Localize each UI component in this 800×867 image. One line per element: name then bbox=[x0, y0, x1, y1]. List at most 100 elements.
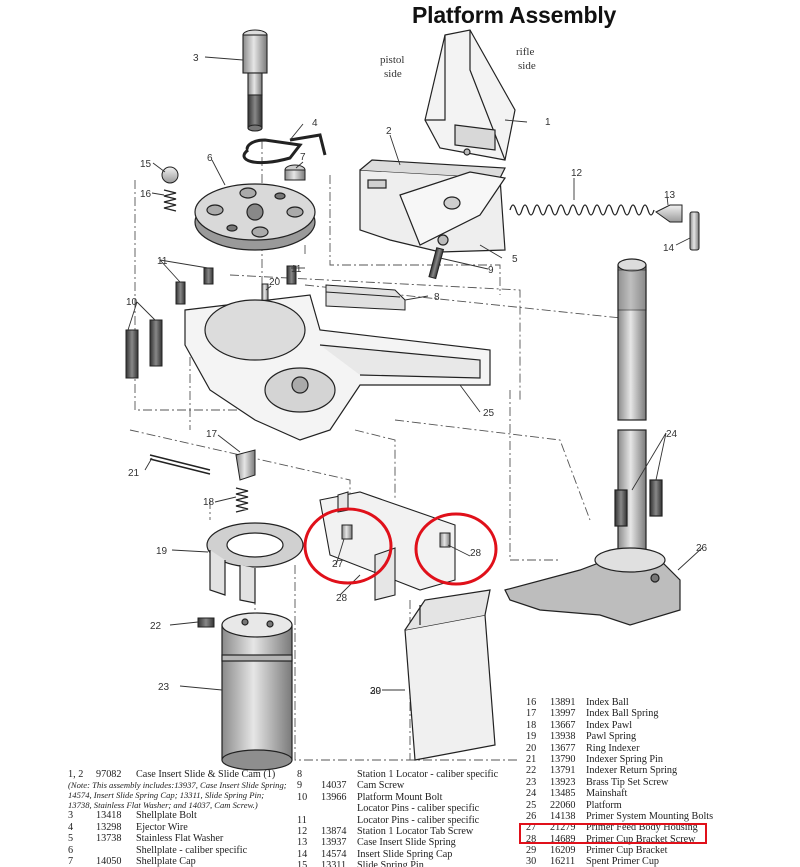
callout-7: 7 bbox=[300, 152, 306, 163]
legend-part-number: 13791 bbox=[550, 765, 576, 777]
legend-part-number: 13937 bbox=[321, 837, 347, 849]
legend-item-number: 12 bbox=[297, 825, 308, 837]
callout-30: 30 bbox=[370, 686, 382, 697]
legend-part-number: 16209 bbox=[550, 845, 576, 857]
pistol-label: pistol bbox=[380, 54, 404, 66]
callout-15: 15 bbox=[140, 159, 152, 170]
legend-part-number: 13938 bbox=[550, 731, 576, 743]
legend-description: Index Ball Spring bbox=[586, 708, 659, 720]
legend-description: Primer Feed Body Housing bbox=[586, 822, 698, 834]
legend-item-number: 14 bbox=[297, 848, 308, 860]
part-13-spring bbox=[509, 204, 655, 216]
legend-part-number: 14689 bbox=[550, 833, 576, 845]
legend-part-number: 13923 bbox=[550, 776, 576, 788]
legend-description: Case Insert Slide Spring bbox=[357, 837, 456, 849]
callout-22: 22 bbox=[150, 621, 162, 632]
legend-item-number: 6 bbox=[68, 844, 74, 856]
legend-description: Cam Screw bbox=[357, 780, 405, 792]
highlight-box-part-28 bbox=[519, 823, 707, 844]
callout-26: 26 bbox=[696, 543, 708, 554]
legend-item-number: 7 bbox=[68, 855, 74, 867]
legend-item-number: 18 bbox=[526, 719, 537, 731]
legend-description: Platform Mount Bolt bbox=[357, 791, 443, 803]
part-8-station1-locator bbox=[325, 284, 406, 311]
legend-item-number: 28 bbox=[526, 833, 537, 845]
legend-item-number: 23 bbox=[526, 776, 537, 788]
part-25-platform-post bbox=[614, 258, 663, 571]
legend-row: Locator Pins - caliber specific bbox=[297, 803, 498, 814]
legend-item-number: 21 bbox=[526, 753, 537, 765]
callout-25: 25 bbox=[483, 408, 495, 419]
legend-description: Locator Pins - caliber specific bbox=[357, 814, 480, 826]
legend-description: Station 1 Locator Tab Screw bbox=[357, 825, 474, 837]
legend-description: Station 1 Locator - caliber specific bbox=[357, 769, 499, 780]
part-22-return-spring bbox=[149, 454, 211, 475]
legend-description: Primer System Mounting Bolts bbox=[586, 810, 714, 822]
legend-description: Indexer Spring Pin bbox=[586, 753, 663, 765]
part-11-locator-pins bbox=[175, 265, 297, 305]
callout-18: 18 bbox=[203, 497, 215, 508]
legend-item-number: 20 bbox=[526, 742, 537, 754]
callout-8: 8 bbox=[434, 292, 440, 303]
legend-item-number: 25 bbox=[526, 799, 537, 811]
legend-description: Ejector Wire bbox=[136, 821, 188, 833]
callout-21: 21 bbox=[128, 468, 140, 479]
legend-description: Primer Cup Bracket Screw bbox=[586, 833, 696, 845]
callout-17: 17 bbox=[206, 429, 218, 440]
rifle-side-label: side bbox=[518, 60, 536, 72]
legend-item-number: 5 bbox=[68, 833, 74, 845]
legend-part-number: 13738 bbox=[96, 833, 122, 845]
legend-item-number: 3 bbox=[68, 810, 74, 822]
leader-lines bbox=[127, 56, 703, 691]
legend-item-number: 16 bbox=[526, 697, 537, 708]
legend-part-number: 16211 bbox=[550, 856, 576, 867]
part-15-spring-pin bbox=[689, 211, 700, 251]
legend-item-number: 19 bbox=[526, 731, 537, 743]
part-28-bracket-screw-left bbox=[341, 524, 353, 540]
legend-item-number: 24 bbox=[526, 788, 537, 800]
callout-6: 6 bbox=[207, 153, 213, 164]
legend-description: Insert Slide Spring Cap bbox=[357, 848, 453, 860]
callout-16: 16 bbox=[140, 189, 152, 200]
legend-item-number: 10 bbox=[297, 791, 308, 803]
legend-item-number: 26 bbox=[526, 810, 537, 822]
legend-description: Brass Tip Set Screw bbox=[586, 776, 669, 788]
legend-item-number: 17 bbox=[526, 708, 537, 720]
legend-part-number: 13891 bbox=[550, 697, 576, 708]
part-2-slide-cam bbox=[359, 159, 507, 253]
legend-description: Locator Pins - caliber specific bbox=[357, 803, 480, 815]
legend-part-number: 13485 bbox=[550, 788, 576, 800]
callout-11: 11 bbox=[291, 264, 302, 275]
page-title: Platform Assembly bbox=[412, 2, 617, 28]
legend-description: Stainless Flat Washer bbox=[136, 833, 224, 845]
callout-11: 11 bbox=[157, 256, 168, 267]
part-1-station-locator bbox=[424, 29, 516, 161]
legend-part-number: 13667 bbox=[550, 719, 576, 731]
legend-part-number: 13677 bbox=[550, 742, 576, 754]
legend-part-number: 13790 bbox=[550, 753, 576, 765]
part-16-index-ball bbox=[161, 166, 179, 184]
callout-28: 28 bbox=[470, 548, 482, 559]
part-30-spent-primer-cup bbox=[404, 589, 496, 761]
part-9-cam-screw bbox=[428, 247, 445, 280]
